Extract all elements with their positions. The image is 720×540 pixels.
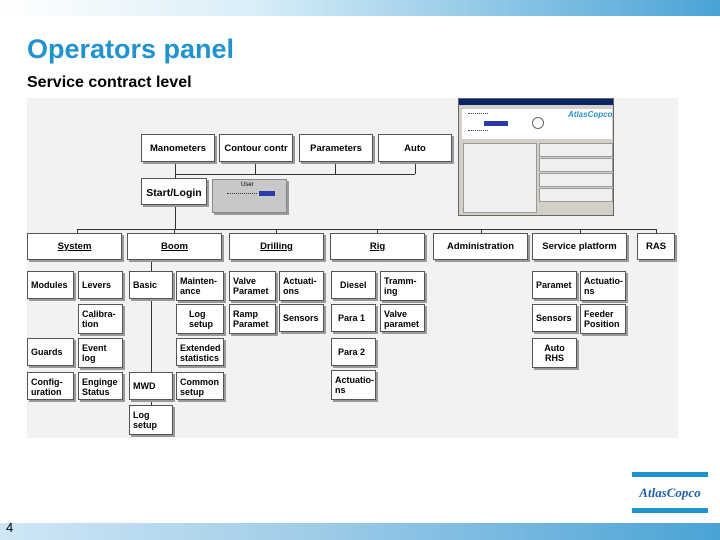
bottom-gradient-bar [0, 523, 720, 540]
page-title: Operators panel [27, 34, 235, 64]
drilling-sensors[interactable]: Sensors [279, 304, 324, 332]
platform-sensors[interactable]: Sensors [532, 304, 577, 332]
boom-basic[interactable]: Basic [129, 271, 173, 299]
window-row [539, 173, 613, 187]
boom-common-setup[interactable]: Common setup [176, 372, 224, 400]
window-icon [532, 117, 544, 129]
login-popup-label: User [241, 182, 254, 188]
category-ras[interactable]: RAS [637, 233, 675, 260]
connector-line [377, 229, 378, 233]
system-modules[interactable]: Modules [27, 271, 74, 299]
parameters-button[interactable]: Parameters [299, 134, 373, 162]
window-panel-right [539, 143, 613, 157]
login-dots [227, 193, 257, 196]
connector-line [276, 229, 277, 233]
connector-line [175, 205, 176, 229]
window-brand-logo: AtlasCopco [568, 110, 613, 119]
contour-control-button[interactable]: Contour contr [219, 134, 293, 162]
connector-line [175, 174, 415, 175]
system-configuration[interactable]: Config- uration [27, 372, 74, 400]
connector-line [174, 229, 175, 233]
system-event-log[interactable]: Event log [78, 338, 123, 368]
boom-mwd[interactable]: MWD [129, 372, 173, 400]
connector-line [255, 161, 256, 174]
window-titlebar [459, 99, 613, 105]
rig-para-2[interactable]: Para 2 [331, 338, 376, 366]
system-guards[interactable]: Guards [27, 338, 74, 366]
boom-maintenance[interactable]: Mainten- ance [176, 271, 224, 301]
rig-para-1[interactable]: Para 1 [331, 304, 376, 332]
top-gradient-bar [0, 0, 720, 16]
window-text-lines [468, 113, 488, 131]
login-input[interactable] [259, 191, 275, 196]
rig-tramming[interactable]: Tramm- ing [380, 271, 425, 301]
connector-line [77, 229, 78, 233]
connector-line [335, 161, 336, 174]
category-drilling[interactable]: Drilling [229, 233, 324, 260]
connector-line [656, 229, 657, 233]
platform-feeder-position[interactable]: Feeder Position [580, 304, 626, 334]
platform-auto-rhs[interactable]: Auto RHS [532, 338, 577, 368]
category-rig[interactable]: Rig [330, 233, 425, 260]
category-service-platform[interactable]: Service platform [532, 233, 627, 260]
drilling-actuations[interactable]: Actuati- ons [279, 271, 324, 301]
start-login-button[interactable]: Start/Login [141, 178, 207, 205]
connector-line [175, 161, 176, 178]
system-engine-status[interactable]: Enginge Status [78, 372, 123, 400]
window-row [539, 188, 613, 202]
operator-screen-thumbnail [458, 98, 614, 216]
login-popup: User [212, 179, 287, 213]
manometers-button[interactable]: Manometers [141, 134, 215, 162]
boom-log-setup[interactable]: Log setup [176, 304, 224, 334]
system-levers[interactable]: Levers [78, 271, 123, 299]
rig-valve-parameters[interactable]: Valve paramet [380, 304, 425, 332]
rig-actuations[interactable]: Actuatio- ns [331, 370, 376, 400]
rig-diesel[interactable]: Diesel [331, 271, 376, 299]
system-calibration[interactable]: Calibra- tion [78, 304, 123, 334]
category-administration[interactable]: Administration [433, 233, 528, 260]
drilling-ramp-parameters[interactable]: Ramp Paramet [229, 304, 276, 334]
platform-parameters[interactable]: Paramet [532, 271, 577, 299]
platform-actuations[interactable]: Actuatio- ns [580, 271, 626, 301]
drilling-valve-parameters[interactable]: Valve Paramet [229, 271, 276, 301]
connector-line [415, 161, 416, 174]
auto-button[interactable]: Auto [378, 134, 452, 162]
logo-rule [632, 508, 708, 513]
window-panel-left [463, 143, 537, 213]
connector-line [77, 229, 657, 230]
page-number: 4 [6, 520, 14, 535]
window-row [539, 158, 613, 172]
window-selector [484, 121, 508, 126]
boom-extended-statistics[interactable]: Extended statistics [176, 338, 224, 366]
logo-wordmark: AtlasCopco [639, 485, 701, 500]
boom-mwd-log-setup[interactable]: Log setup [129, 405, 173, 435]
connector-line [151, 259, 152, 405]
connector-line [481, 229, 482, 233]
connector-line [580, 229, 581, 233]
window-header-pane [462, 109, 612, 139]
category-boom[interactable]: Boom [127, 233, 222, 260]
category-system[interactable]: System [27, 233, 122, 260]
logo-rule [632, 472, 708, 477]
page-subtitle: Service contract level [27, 74, 192, 91]
atlas-copco-logo: AtlasCopco [632, 472, 708, 514]
